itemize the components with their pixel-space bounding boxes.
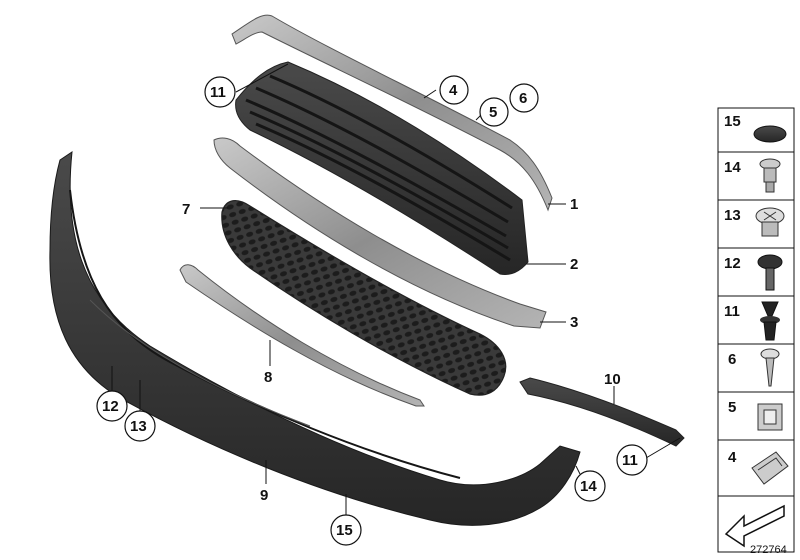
part-upper-grille (235, 61, 529, 275)
legend-label-11: 11 (724, 303, 740, 320)
part-upper-trim-strip (231, 14, 553, 212)
push-clip-icon (760, 301, 780, 341)
callout-7: 7 (182, 201, 190, 218)
legend-label-5: 5 (728, 399, 736, 416)
callout-11-bottom: 11 (622, 452, 638, 469)
callout-4: 4 (449, 82, 458, 99)
reference-number: 272764 (750, 544, 787, 556)
callout-10: 10 (604, 371, 621, 388)
callout-6: 6 (519, 90, 527, 107)
callout-2: 2 (570, 256, 578, 273)
callout-1: 1 (570, 196, 578, 213)
small-parts-legend: 15 14 13 12 11 6 5 4 (717, 107, 795, 553)
callout-11-top: 11 (210, 84, 226, 101)
part-lower-spoiler (49, 150, 581, 526)
part-side-bracket (519, 377, 685, 447)
screw-icon (760, 348, 780, 387)
leader-lines (111, 63, 681, 516)
view-direction-icon (724, 504, 785, 548)
part-lower-trim-strip (179, 264, 425, 407)
legend-label-12: 12 (724, 255, 741, 272)
legend-label-6: 6 (728, 351, 736, 368)
callout-5: 5 (489, 104, 497, 121)
legend-label-4: 4 (728, 449, 737, 466)
clip-nut-icon (757, 403, 783, 431)
callout-15: 15 (336, 522, 353, 539)
callout-13: 13 (130, 418, 147, 435)
legend-label-13: 13 (724, 207, 741, 224)
callout-14: 14 (580, 478, 597, 495)
part-middle-trim-bar (213, 137, 547, 329)
legend-label-15: 15 (724, 113, 741, 130)
rivet-icon (759, 158, 781, 193)
callout-8: 8 (264, 369, 272, 386)
plug-icon (753, 125, 787, 143)
callout-3: 3 (570, 314, 578, 331)
retaining-clip-icon (751, 451, 789, 485)
part-honeycomb-grille (221, 200, 507, 396)
legend-label-14: 14 (724, 159, 741, 176)
callout-12: 12 (102, 398, 119, 415)
flat-screw-icon (757, 254, 783, 291)
callout-9: 9 (260, 487, 268, 504)
screw-washer-icon (755, 207, 785, 237)
